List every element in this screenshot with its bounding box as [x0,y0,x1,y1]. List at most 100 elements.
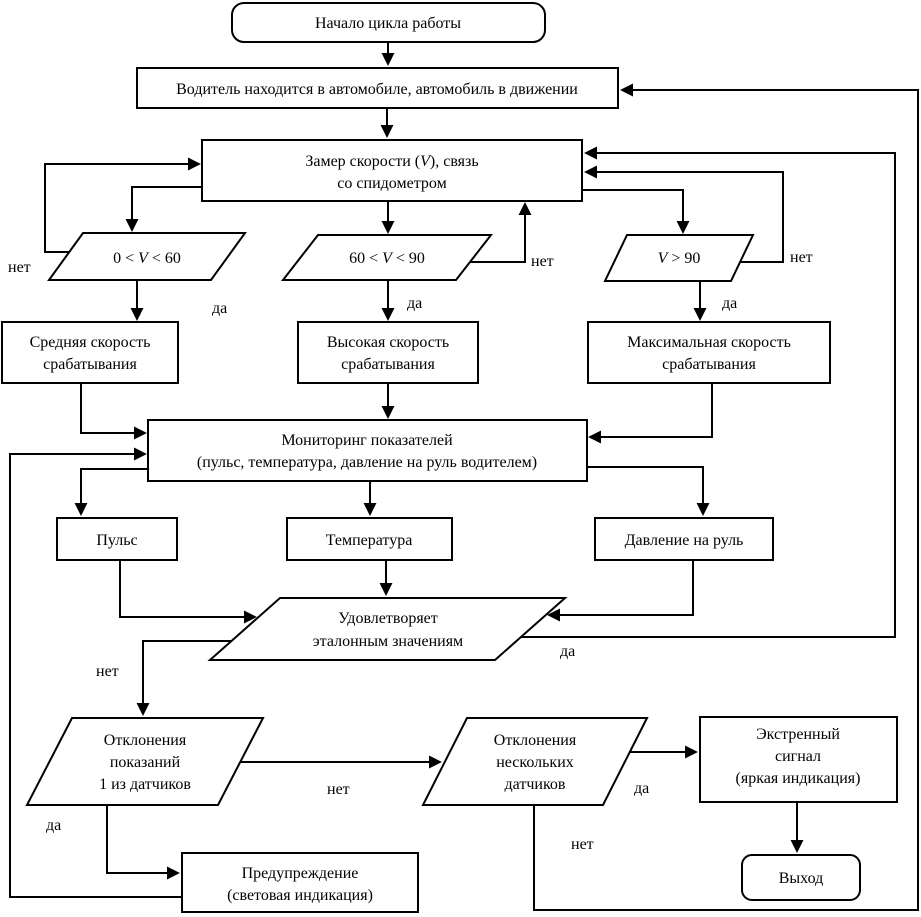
edge-dev-many-no-driver-loop [533,83,919,911]
edge-label-cond-high-no: нет [790,249,813,266]
node-cond-low-shape [47,232,247,281]
node-deviation-one-label-line3: 1 из датчиков [99,776,191,793]
node-emergency-shape [699,716,898,803]
node-driver-shape [136,67,619,109]
node-high-speed-shape [297,321,479,384]
node-max-speed-shape [587,321,831,384]
node-high-speed-label-line2: срабатывания [341,356,435,373]
edge-max-monitor [588,383,713,444]
node-high-speed-label-line1: Высокая скорость [327,334,449,351]
edge-monitor-steering [587,466,710,516]
node-deviation-one: Отклонения показаний 1 из датчиков [25,717,265,806]
node-exit-shape [741,854,861,901]
edge-labels: нет да нет да нет да да нет да нет да не… [8,249,813,853]
edge-label-cond-low-no: нет [8,259,31,276]
node-speed-measure-label-line1: Замер скорости (V), связь [305,153,478,170]
node-high-speed: Высокая скорость срабатывания [297,321,479,384]
node-reference-check: Удовлетворяет эталонным значениям [207,597,568,661]
node-pulse: Пульс [56,517,178,561]
node-speed-measure: Замер скорости (V), связь со спидометром [201,139,583,202]
edge-label-cond-low-yes: да [212,300,227,317]
node-steering: Давление на руль [594,517,774,561]
node-speed-measure-shape [201,139,583,202]
edge-avg-monitor [80,383,147,440]
node-temperature-label: Температура [326,532,413,549]
node-max-speed-label-line1: Максимальная скорость [627,334,791,351]
node-exit-label: Выход [779,870,824,887]
node-deviation-many-label-line1: Отклонения [494,732,577,749]
edge-monitor-pulse [74,468,148,516]
node-avg-speed-label-line1: Средняя скорость [30,334,151,351]
node-reference-check-label-line1: Удовлетворяет [338,610,438,627]
node-deviation-many: Отклонения нескольких датчиков [421,717,649,806]
node-monitor-shape [147,419,588,482]
edge-pulse-reference [119,560,257,624]
node-warning-label-line1: Предупреждение [242,865,359,882]
edges [9,42,919,911]
node-cond-mid-label: 60 < V < 90 [349,250,425,267]
node-driver-label: Водитель находится в автомобиле, автомоб… [176,81,578,98]
edge-label-dev-one-no: нет [327,781,350,798]
edge-warning-monitor-feedback [9,447,182,898]
node-cond-low: 0 < V < 60 [47,232,247,281]
node-monitor-label-line2: (пульс, температура, давление на руль во… [197,454,537,471]
node-cond-high-shape [603,234,755,282]
node-cond-high-label: V > 90 [658,250,701,267]
node-cond-high: V > 90 [603,234,755,282]
node-emergency-label-line1: Экстренный [756,726,840,743]
edge-cond-mid-no-loop [470,202,532,263]
node-avg-speed: Средняя скорость срабатывания [1,321,179,384]
node-emergency-label-line3: (яркая индикация) [736,770,861,787]
edge-steering-reference [547,560,694,622]
edge-label-reference-yes: да [560,643,575,660]
node-monitor: Мониторинг показателей (пульс, температу… [147,419,588,482]
node-temperature-shape [286,517,453,561]
node-reference-check-shape [207,597,568,661]
node-pulse-shape [56,517,178,561]
edge-speed-cond-low [125,186,202,232]
node-deviation-one-label-line2: показаний [110,754,181,771]
edge-label-dev-many-no: нет [571,836,594,853]
edge-label-dev-many-yes: да [634,780,649,797]
node-pulse-label: Пульс [96,532,137,549]
node-max-speed: Максимальная скорость срабатывания [587,321,831,384]
node-warning-shape [181,852,419,913]
edge-label-cond-mid-no: нет [531,253,554,270]
node-exit: Выход [741,854,861,901]
node-deviation-many-label-line3: датчиков [505,776,566,793]
node-start-label: Начало цикла работы [315,15,461,32]
edge-label-reference-no: нет [96,663,119,680]
node-warning-label-line2: (световая индикация) [227,887,373,904]
edge-reference-no [136,640,231,716]
edge-reference-yes-loop [521,146,896,638]
edge-label-cond-mid-yes: да [407,295,422,312]
node-avg-speed-shape [1,321,179,384]
node-max-speed-label-line2: срабатывания [662,356,756,373]
node-warning: Предупреждение (световая индикация) [181,852,419,913]
node-steering-label: Давление на руль [625,532,744,549]
edge-dev-one-yes-warning [106,805,180,880]
node-emergency-label-line2: сигнал [775,748,821,765]
node-cond-mid-shape [280,234,494,281]
node-avg-speed-label-line2: срабатывания [43,356,137,373]
node-speed-measure-label-line2: со спидометром [337,175,446,192]
node-temperature: Температура [286,517,453,561]
node-monitor-label-line1: Мониторинг показателей [281,432,453,449]
edge-cond-high-no-loop [584,165,784,263]
node-start: Начало цикла работы [231,2,546,43]
node-driver: Водитель находится в автомобиле, автомоб… [136,67,619,109]
edge-label-dev-one-yes: да [46,817,61,834]
node-deviation-one-shape [25,717,265,806]
node-emergency: Экстренный сигнал (яркая индикация) [699,716,898,803]
node-reference-check-label-line2: эталонным значениям [313,633,463,650]
node-start-shape [231,2,546,43]
edge-cond-low-no-loop [44,157,201,253]
node-cond-mid: 60 < V < 90 [280,234,494,281]
edge-speed-cond-high [582,189,690,234]
node-deviation-many-shape [421,717,649,806]
node-deviation-many-label-line2: нескольких [496,754,574,771]
edge-label-cond-high-yes: да [722,295,737,312]
node-cond-low-label: 0 < V < 60 [113,250,181,267]
